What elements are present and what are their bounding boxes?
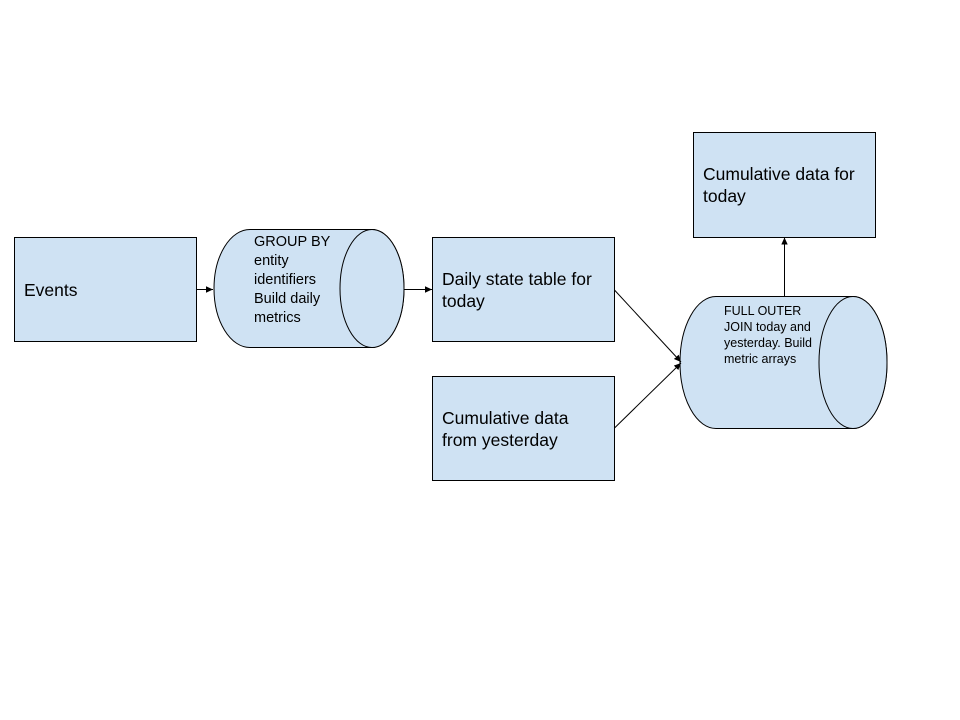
cumulative-yesterday-label: Cumulative data from yesterday	[442, 407, 569, 450]
group-by-label: GROUP BY entity identifiers Build daily …	[254, 234, 331, 326]
full-outer-join-cylinder	[679, 296, 888, 429]
group-by-cylinder	[213, 229, 405, 348]
cumulative-today-label: Cumulative data for today	[703, 164, 855, 206]
cumulative-today-node: Cumulative data for today	[693, 132, 876, 238]
edge-daily-state-to-join	[613, 289, 682, 363]
events-node: Events	[14, 237, 197, 342]
daily-state-node: Daily state table for today	[432, 237, 615, 342]
daily-state-label: Daily state table for today	[442, 268, 592, 311]
cumulative-yesterday-node: Cumulative data from yesterday	[432, 376, 615, 481]
edge-yesterday-to-join	[613, 362, 682, 429]
full-outer-join-label: FULL OUTER JOIN today and yesterday. Bui…	[724, 304, 813, 366]
events-label: Events	[24, 279, 78, 300]
